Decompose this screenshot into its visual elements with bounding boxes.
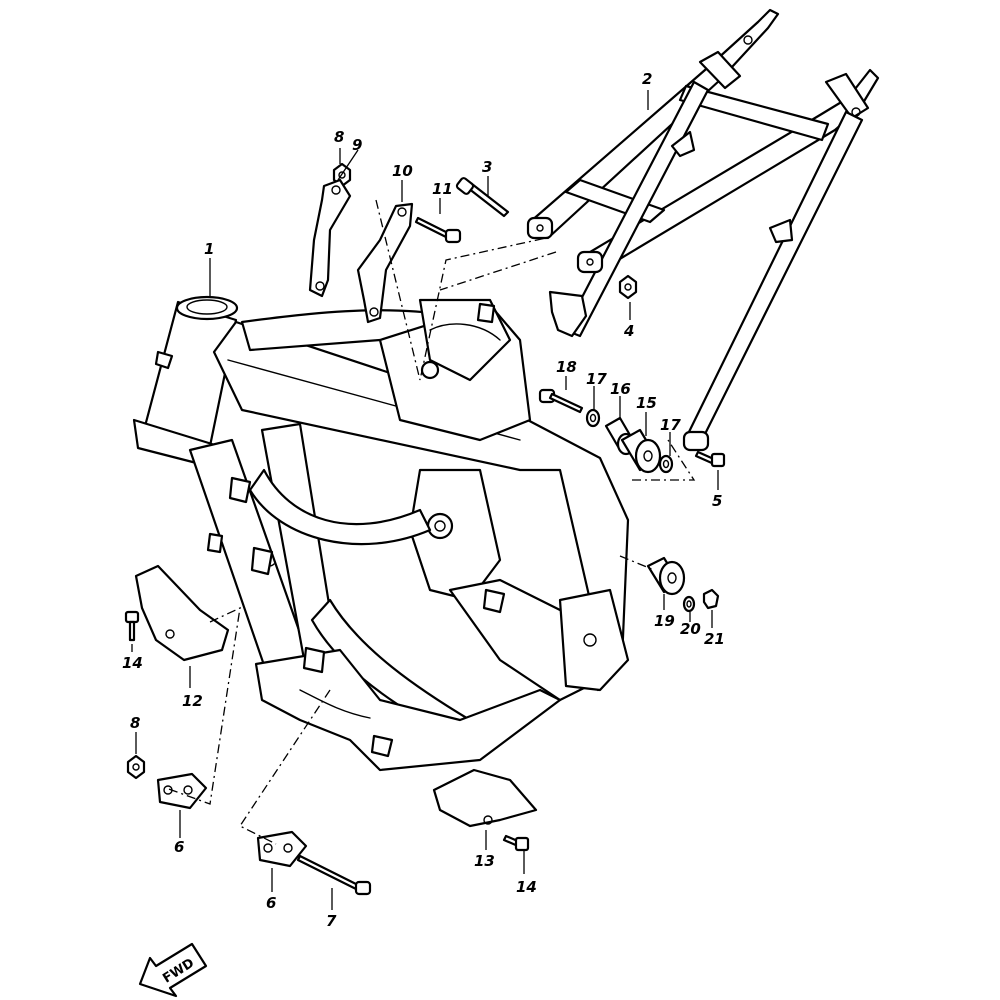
callout-4: 4 xyxy=(623,322,634,340)
bolt-18 xyxy=(538,388,584,414)
plate-6-upper xyxy=(156,772,208,810)
callout-6-lower: 6 xyxy=(266,894,276,912)
callout-1: 1 xyxy=(204,240,214,258)
callout-16: 16 xyxy=(610,380,631,398)
callout-14-top: 14 xyxy=(122,654,143,672)
callout-2: 2 xyxy=(642,70,652,88)
bolt-11 xyxy=(414,216,462,244)
callout-18: 18 xyxy=(556,358,577,376)
bolt-7 xyxy=(296,854,372,896)
bracket-9 xyxy=(308,178,352,298)
bushing-19 xyxy=(646,556,686,596)
bolt-3 xyxy=(455,177,510,218)
bolt-14-bottom xyxy=(502,834,530,852)
leader-lines xyxy=(131,90,719,910)
guard-13 xyxy=(432,768,538,828)
callout-labels: 1 2 3 4 5 6 6 7 8 8 9 10 11 12 13 14 14 … xyxy=(122,70,725,930)
callout-13: 13 xyxy=(474,852,495,870)
guard-12 xyxy=(134,564,230,662)
bushing-15 xyxy=(620,428,662,474)
callout-3: 3 xyxy=(482,158,492,176)
callout-20: 20 xyxy=(680,620,701,638)
washer-17-right xyxy=(658,454,674,474)
bolt-5 xyxy=(694,450,726,468)
callout-8-top: 8 xyxy=(334,128,344,146)
callout-10: 10 xyxy=(392,162,413,180)
callout-19: 19 xyxy=(654,612,675,630)
fwd-arrow-icon: FWD xyxy=(138,942,208,998)
callout-5: 5 xyxy=(712,492,722,510)
bolt-14-top xyxy=(124,610,140,642)
assembly-lines xyxy=(165,199,696,845)
nut-21 xyxy=(702,588,720,610)
rear-subframe xyxy=(526,8,880,452)
washer-17-left xyxy=(585,408,601,428)
nut-4 xyxy=(618,274,638,300)
callout-17-right: 17 xyxy=(660,416,681,434)
washer-20 xyxy=(682,595,696,613)
callout-14-bottom: 14 xyxy=(516,878,537,896)
callout-11: 11 xyxy=(432,180,453,198)
nut-8-bottom xyxy=(126,754,146,780)
callout-15: 15 xyxy=(636,394,657,412)
callout-17-left: 17 xyxy=(586,370,607,388)
callout-7: 7 xyxy=(326,912,337,930)
main-frame xyxy=(132,295,630,772)
callout-21: 21 xyxy=(704,630,725,648)
callout-12: 12 xyxy=(182,692,203,710)
bracket-10 xyxy=(356,202,414,324)
callout-9: 9 xyxy=(352,136,362,154)
callout-6-upper: 6 xyxy=(174,838,184,856)
callout-8-bottom: 8 xyxy=(130,714,140,732)
